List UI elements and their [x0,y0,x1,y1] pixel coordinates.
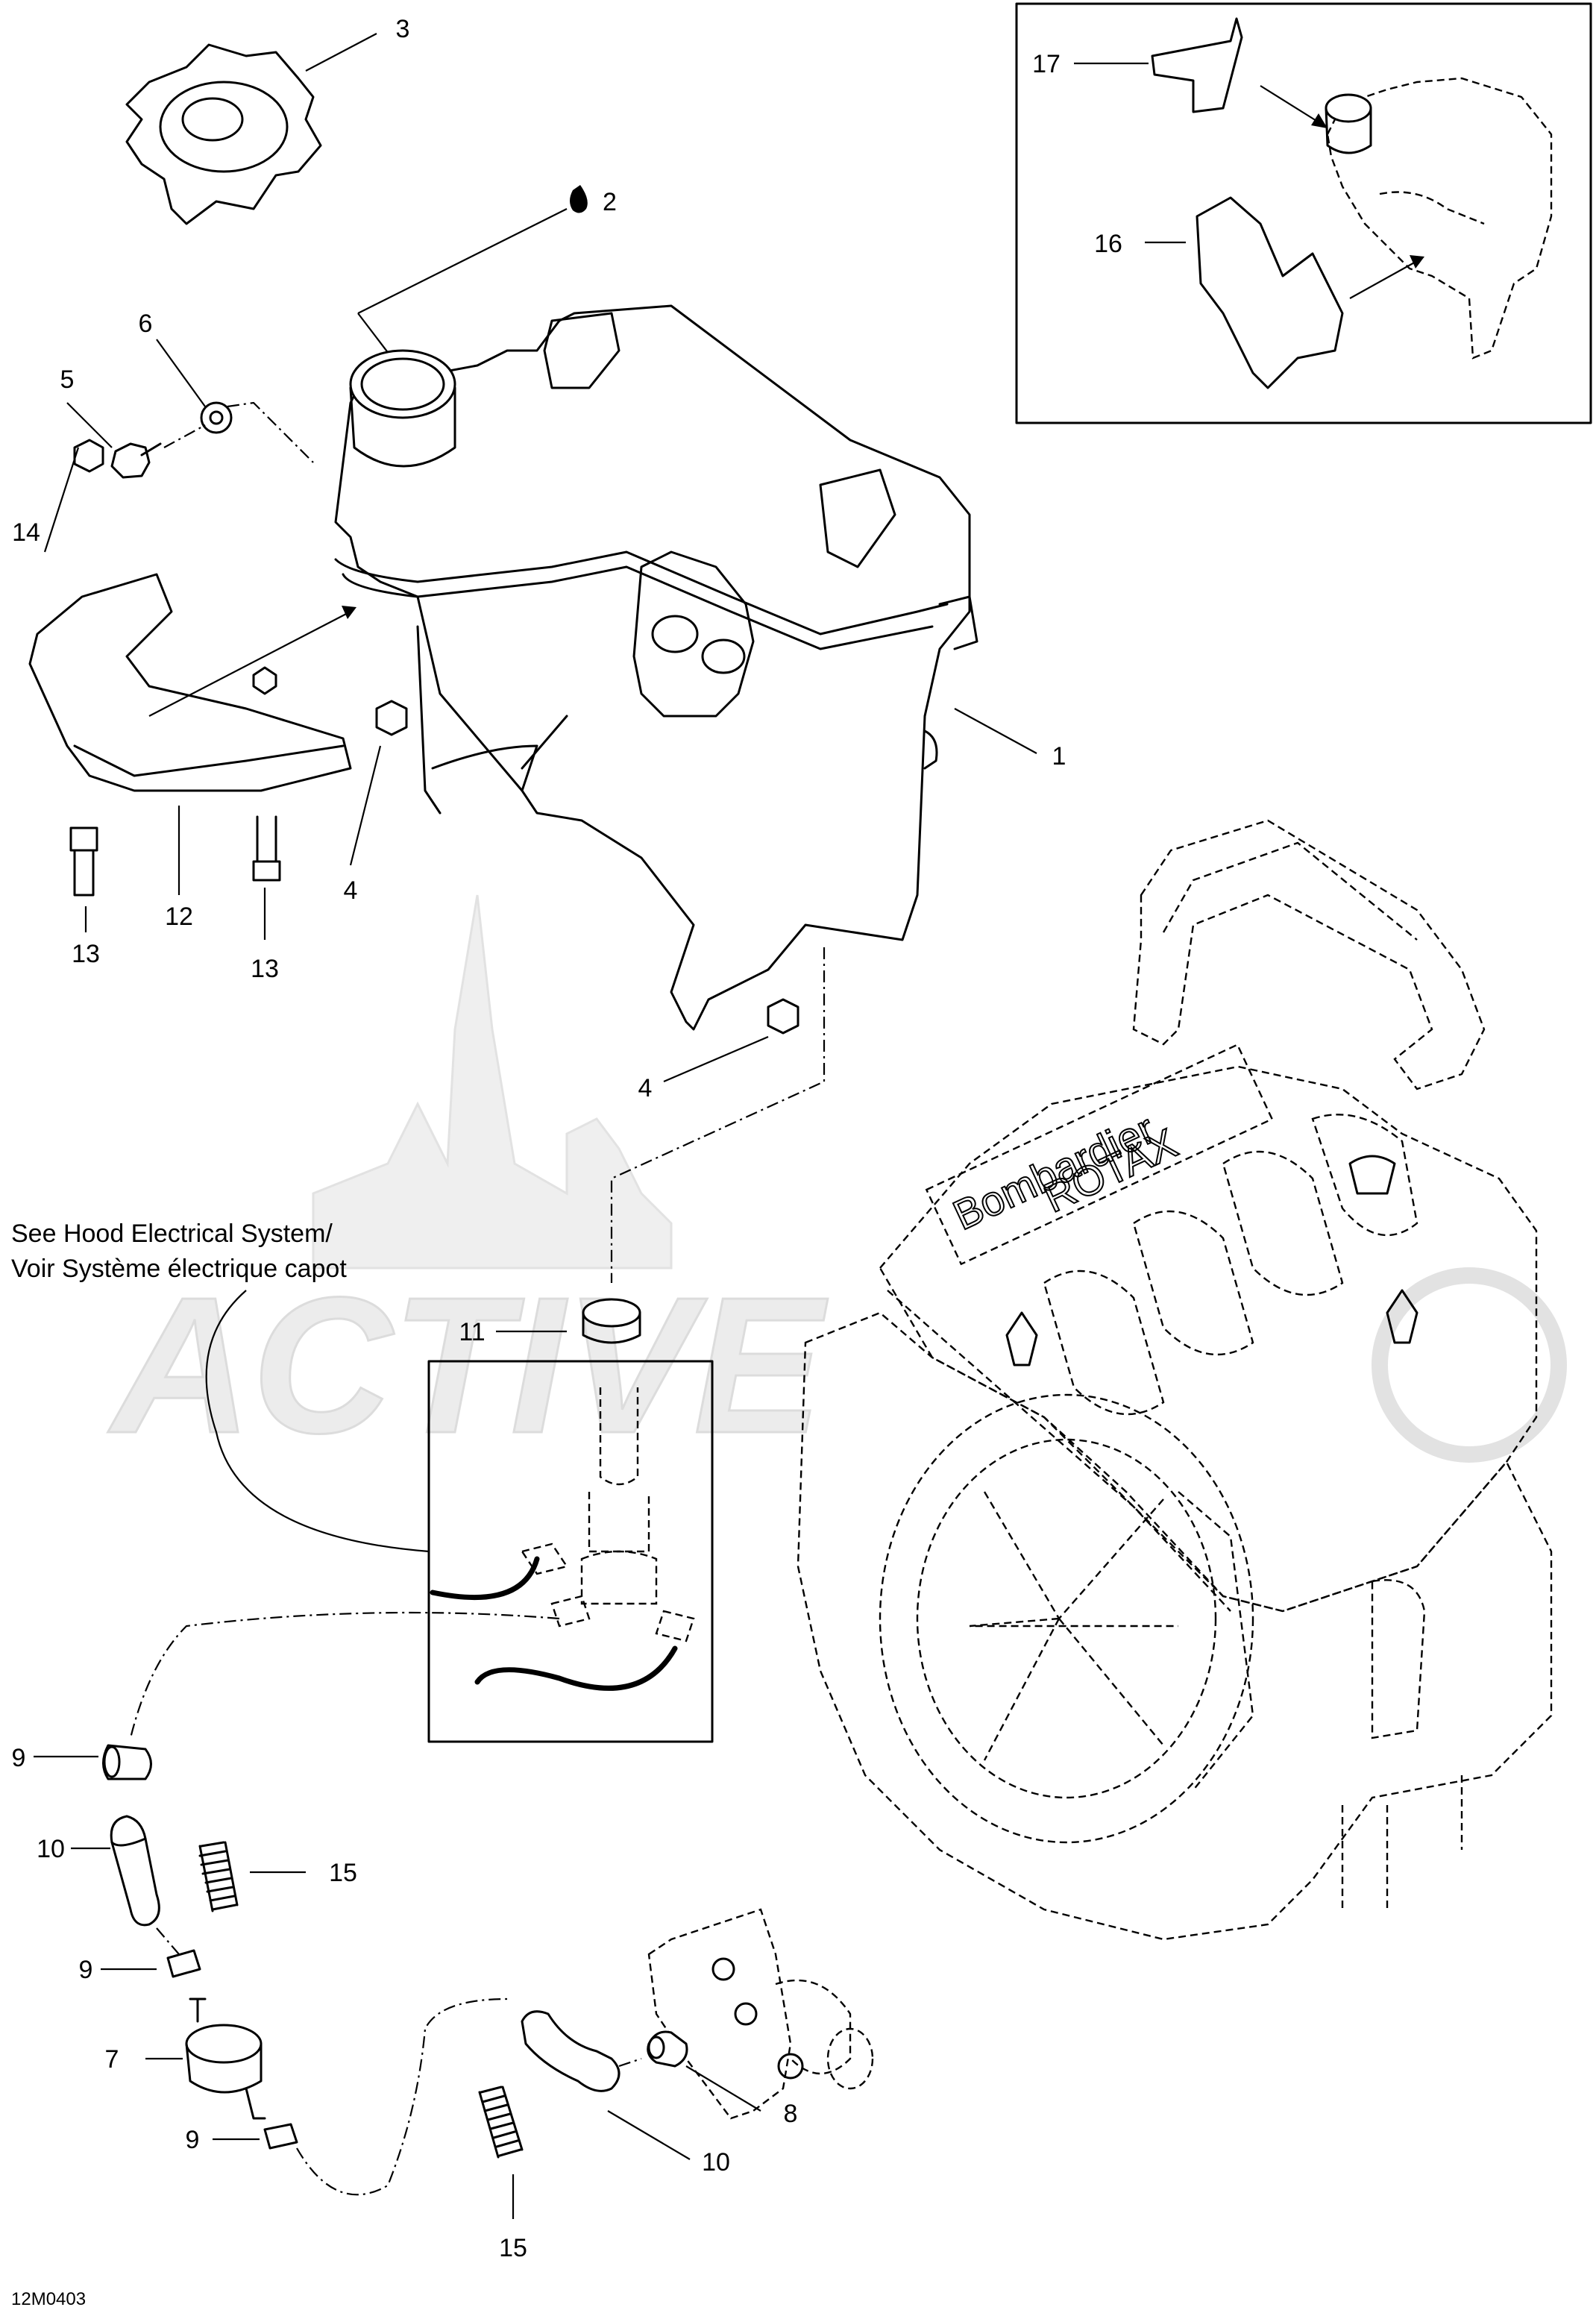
hose-10-upper: 10 [37,1815,180,1955]
nut-4-lower: 4 [638,998,799,1102]
watermark: ACTIVE [104,894,1567,1475]
decal-16 [1196,196,1344,389]
callout-3: 3 [396,15,410,43]
callout-10-upper: 10 [37,1835,65,1863]
callout-9-lower: 9 [186,2126,200,2154]
drawing-code: 12M0403 [11,2289,86,2309]
reference-note: See Hood Electrical System/ Voir Système… [11,1220,430,1553]
inset-reservoir-outline [1326,77,1553,360]
callout-15-upper: 15 [329,1859,357,1887]
spring-15-lower: 15 [478,2086,527,2262]
inset-detail: 17 16 [1015,2,1592,424]
note-line-2: Voir Système électrique capot [11,1255,347,1283]
callout-13-left: 13 [72,940,100,968]
nut-4-upper: 4 [344,700,408,905]
flywheel-cover [879,1393,1254,1844]
callout-5: 5 [60,365,75,394]
callout-14: 14 [12,518,40,547]
clamp-8: 8 [647,2030,798,2128]
grommet-11: 11 [459,1298,641,1346]
callout-13-right: 13 [251,955,279,983]
callout-6: 6 [139,310,153,338]
callout-10-lower: 10 [702,2148,730,2177]
oil-level-sensor-detail [129,1360,714,1743]
bolt-13-left: 13 [69,826,100,968]
inset-frame [1015,2,1592,424]
nut-14: 14 [12,439,104,553]
clamp-9-lower: 9 [186,1998,508,2196]
callout-15-lower: 15 [499,2234,527,2262]
callout-2: 2 [603,188,617,216]
callout-9-middle: 9 [79,1956,93,1984]
reservoir-cap: 3 [125,15,410,225]
check-valve-7: 7 [105,1998,266,2120]
filler-neck [349,349,456,419]
decal-17 [1151,17,1243,113]
sensor-frame [427,1360,714,1743]
bolt-13-right: 13 [251,815,281,983]
callout-12: 12 [165,903,193,931]
spring-15-upper: 15 [198,1841,357,1912]
callout-16: 16 [1094,230,1122,258]
watermark-text: ACTIVE [106,1258,830,1474]
callout-11: 11 [459,1318,485,1346]
callout-8: 8 [784,2100,798,2128]
washer-6: 6 [139,310,314,463]
callout-17: 17 [1032,50,1061,78]
oil-reservoir: 1 [334,304,1066,1031]
callout-4-upper: 4 [344,876,358,905]
callout-4-lower: 4 [638,1074,653,1102]
bolt-5: 5 [60,365,162,479]
hose-10-lower: 10 [521,2010,730,2177]
clamp-9-upper: 9 [12,1744,152,1780]
inset-filler-neck [1325,93,1372,123]
plate-12: 12 [28,573,356,931]
callout-7: 7 [105,2045,119,2074]
note-line-1: See Hood Electrical System/ [11,1220,333,1248]
callout-9-upper: 9 [12,1744,26,1772]
clamp-9-middle: 9 [79,1949,201,1984]
callout-1: 1 [1052,742,1066,771]
oil-drop-icon [570,185,588,213]
engine-brand-plate: Bombardier ROTAX [925,1044,1274,1266]
